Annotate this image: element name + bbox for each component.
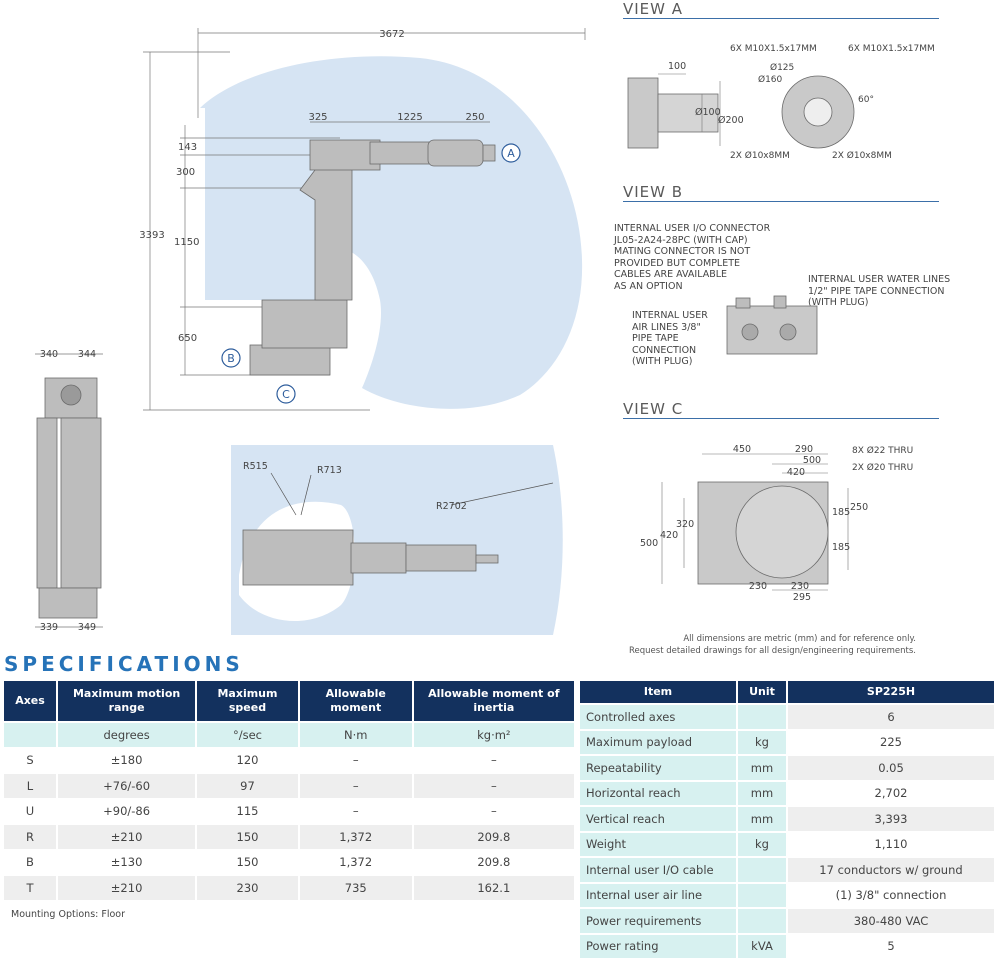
dim-650: 650 (178, 333, 197, 344)
dim-349: 349 (78, 622, 96, 633)
holes-22-label: 8X Ø22 THRU (852, 445, 913, 456)
dim-1225: 1225 (397, 112, 422, 123)
view-a-title: VIEW A (623, 0, 684, 18)
dim-500-top: 500 (803, 455, 821, 466)
header-item: Item (580, 681, 736, 705)
specifications-title: SPECIFICATIONS (4, 652, 244, 676)
dim-250: 250 (465, 112, 484, 123)
callout-b: B (221, 348, 241, 368)
svg-text:B: B (227, 352, 235, 365)
io-connector-label: INTERNAL USER I/O CONNECTOR JL05-2A24-28… (614, 223, 771, 292)
dim-1150: 1150 (174, 237, 199, 248)
air-lines-label: INTERNAL USER AIR LINES 3/8" PIPE TAPE C… (632, 310, 708, 367)
dimensions-note: All dimensions are metric (mm) and for r… (629, 634, 916, 656)
radius-515: R515 (243, 461, 268, 472)
view-a-drawing: 100 Ø100 Ø200 6X M10X1.5x17MM 6X M10X1.5… (627, 44, 935, 161)
dim-420: 420 (660, 530, 678, 541)
dim-143: 143 (178, 142, 197, 153)
dim-344: 344 (78, 349, 96, 360)
radius-2702: R2702 (436, 501, 467, 512)
dim-290: 290 (795, 444, 813, 455)
front-view-drawing: 340 344 339 349 (35, 349, 103, 633)
view-b-rule (623, 201, 939, 202)
view-a-rule (623, 18, 939, 19)
callout-a: A (501, 143, 521, 163)
dim-3393: 3393 (139, 230, 164, 241)
dim-3672: 3672 (379, 29, 404, 40)
robot-side-silhouette (249, 139, 496, 376)
units-row: degrees °/sec N·m kg·m² (4, 723, 574, 749)
bolts-right-label: 6X M10X1.5x17MM (848, 44, 935, 54)
header-unit: Unit (738, 681, 786, 705)
dim-d125: Ø125 (770, 62, 794, 73)
dim-230-b: 230 (791, 581, 809, 592)
mounting-options-note: Mounting Options: Floor (11, 909, 125, 920)
dim-100: 100 (668, 61, 686, 72)
dim-420-top: 420 (787, 467, 805, 478)
header-moment-inertia: Allowable moment of inertia (413, 681, 574, 723)
view-c-drawing: 450 290 500 420 8X Ø22 THRU 2X Ø20 THRU … (640, 444, 913, 603)
top-view-drawing: R515 R713 R2702 (231, 445, 563, 635)
view-c-title: VIEW C (623, 400, 684, 418)
svg-text:A: A (507, 147, 515, 160)
dim-dia200: Ø200 (718, 115, 744, 126)
header-axes: Axes (4, 681, 56, 723)
dim-320: 320 (676, 519, 694, 530)
pin-left-label: 2X Ø10x8MM (730, 150, 790, 161)
robot-front-silhouette (36, 377, 102, 619)
dim-d160: Ø160 (758, 74, 783, 85)
dim-450: 450 (733, 444, 751, 455)
dim-339: 339 (40, 622, 58, 633)
header-allowable-moment: Allowable moment (299, 681, 412, 723)
water-lines-label: INTERNAL USER WATER LINES 1/2" PIPE TAPE… (808, 274, 951, 308)
dim-185-b: 185 (832, 542, 850, 553)
axes-spec-table: Axes Maximum motion range Maximum speed … (2, 681, 576, 902)
view-b-title: VIEW B (623, 183, 684, 201)
header-max-speed: Maximum speed (197, 681, 298, 723)
radius-713: R713 (317, 465, 342, 476)
dim-295: 295 (793, 592, 811, 603)
header-motion-range: Maximum motion range (58, 681, 196, 723)
pin-right-label: 2X Ø10x8MM (832, 150, 892, 161)
dim-250: 250 (850, 502, 868, 513)
dim-300: 300 (176, 167, 195, 178)
dim-230-a: 230 (749, 581, 767, 592)
dim-340: 340 (40, 349, 58, 360)
table-row: Internal user air line(1) 3/8" connectio… (580, 883, 994, 909)
dim-60deg: 60° (858, 95, 874, 105)
holes-20-label: 2X Ø20 THRU (852, 462, 913, 473)
dim-325: 325 (308, 112, 327, 123)
svg-text:C: C (282, 388, 290, 401)
view-c-rule (623, 418, 939, 419)
view-b-drawing (726, 295, 818, 355)
side-view-drawing: 3672 3393 325 1225 250 143 300 1150 650 … (139, 28, 586, 411)
dim-185-a: 185 (832, 507, 850, 518)
bolts-left-label: 6X M10X1.5x17MM (730, 44, 817, 54)
header-model: SP225H (788, 681, 994, 705)
robot-top-silhouette (242, 529, 499, 586)
callout-c: C (276, 384, 296, 404)
dim-500: 500 (640, 538, 658, 549)
dim-dia100: Ø100 (695, 107, 721, 118)
